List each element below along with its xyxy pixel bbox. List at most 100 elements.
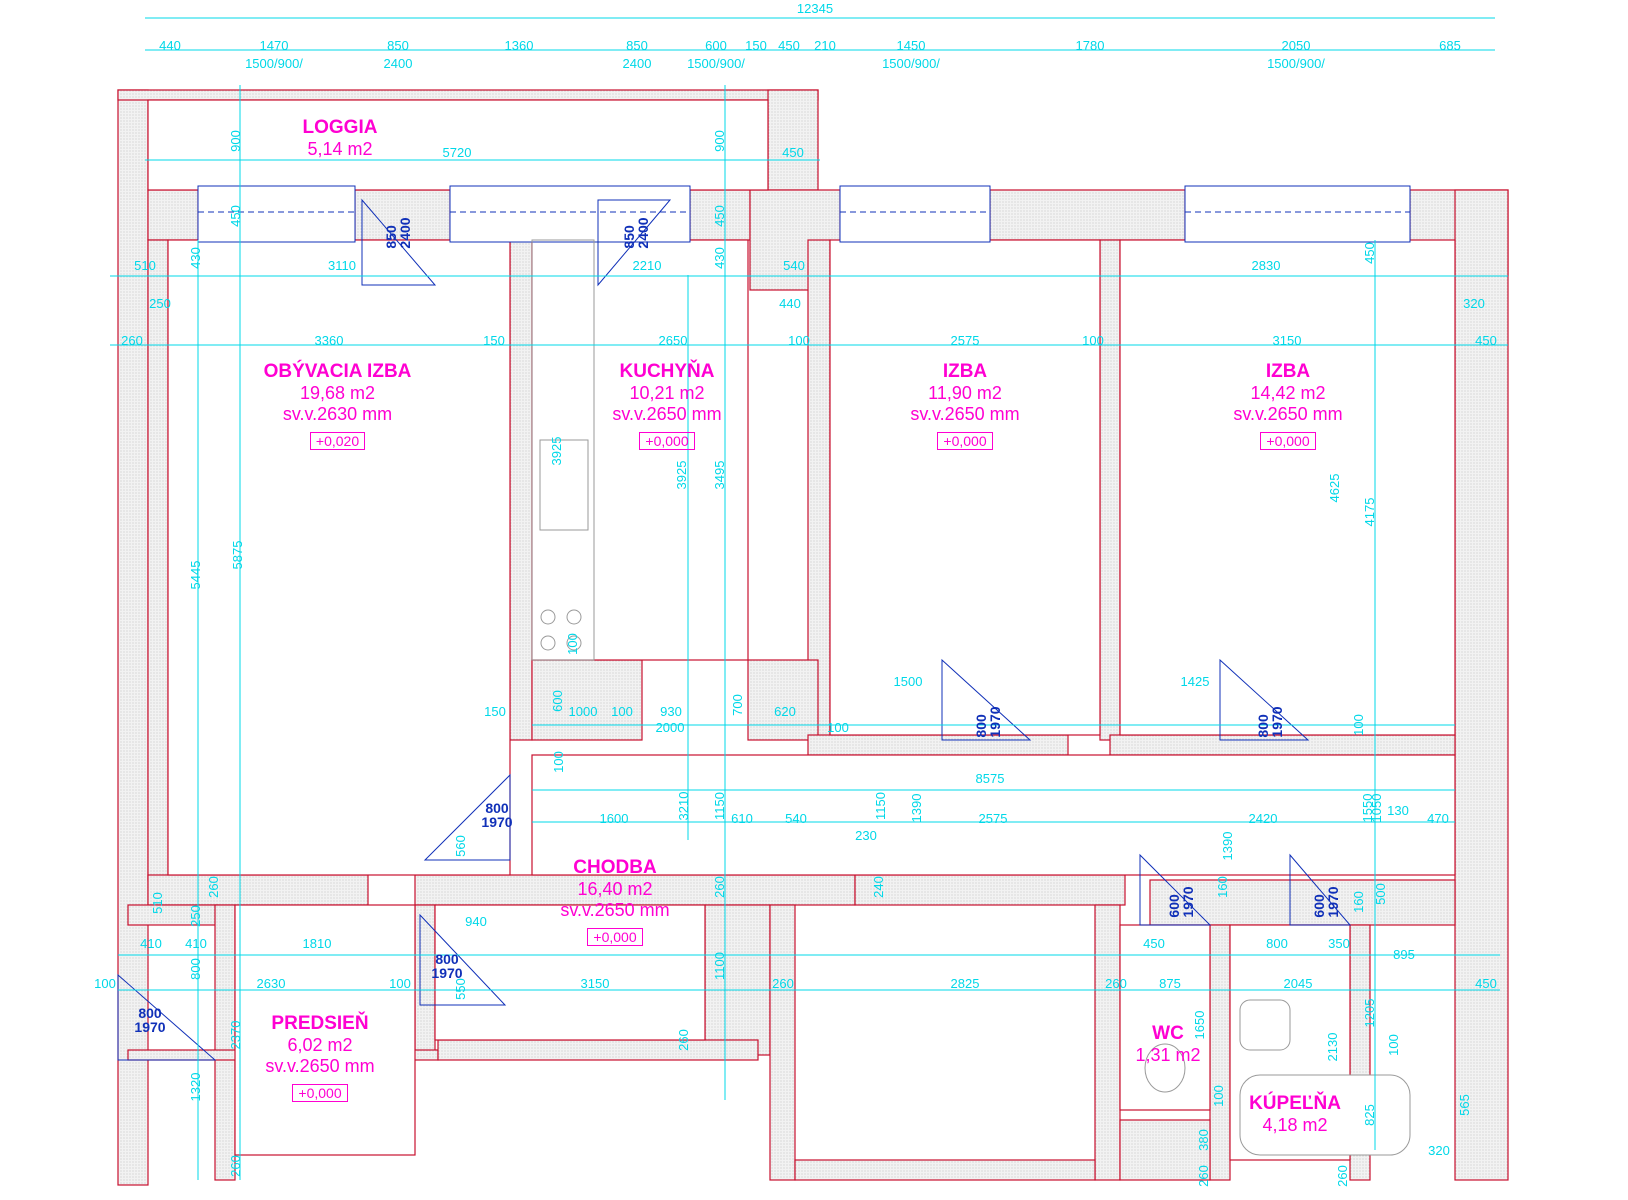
dim-label: 900 xyxy=(712,130,727,152)
dim-label: 540 xyxy=(783,258,805,273)
dim-label: 150 xyxy=(483,333,505,348)
room-ceiling-height: sv.v.2630 mm xyxy=(282,403,393,424)
dim-label: 100 xyxy=(1386,1034,1401,1056)
door-height: 2400 xyxy=(635,217,651,249)
dim-label: 800 xyxy=(188,958,203,980)
room-label-entry: PREDSIEŇ 6,02 m2 sv.v.2650 mm +0,000 xyxy=(225,1013,415,1104)
door-width: 800 xyxy=(973,714,989,738)
dim-label: 1320 xyxy=(188,1072,203,1102)
door-height: 1970 xyxy=(481,814,513,830)
dim-label: 250 xyxy=(149,296,171,311)
dim-label: 320 xyxy=(1463,296,1485,311)
floor-level-marker: +0,000 xyxy=(937,432,993,451)
dim-label: 560 xyxy=(453,835,468,857)
room-name: IZBA xyxy=(942,361,988,382)
dim-label: 2630 xyxy=(256,976,286,991)
dim-label: 380 xyxy=(1196,1129,1211,1151)
room-label-room1: IZBA 11,90 m2 sv.v.2650 mm +0,000 xyxy=(870,361,1060,452)
floor-level-marker: +0,000 xyxy=(1260,432,1316,451)
dim-label: 430 xyxy=(712,247,727,269)
dim-label: 3495 xyxy=(712,460,727,490)
dim-top-row1: 150 xyxy=(745,38,767,53)
door-swings xyxy=(117,198,1352,1061)
dim-label: 1000 xyxy=(568,704,598,719)
dim-label: 2650 xyxy=(658,333,688,348)
dim-label: 825 xyxy=(1362,1104,1377,1126)
door-height: 1970 xyxy=(1180,886,1196,918)
dim-label: 3110 xyxy=(328,258,356,273)
dim-label: 260 xyxy=(121,333,143,348)
dim-label: 2825 xyxy=(950,976,980,991)
dim-label: 410 xyxy=(185,936,207,951)
dim-label: 100 xyxy=(389,976,411,991)
dim-label: 2210 xyxy=(632,258,662,273)
dim-label: 470 xyxy=(1427,811,1449,826)
dim-label: 1390 xyxy=(909,793,924,823)
dim-label: 260 xyxy=(676,1029,691,1051)
dim-label: 3150 xyxy=(580,976,610,991)
dim-label: 3360 xyxy=(314,333,344,348)
door-height: 1970 xyxy=(134,1019,166,1035)
dim-label: 565 xyxy=(1457,1094,1472,1116)
dim-label: 510 xyxy=(134,258,156,273)
dim-label: 800 xyxy=(1266,936,1288,951)
dim-label: 260 xyxy=(1196,1165,1211,1187)
dim-top-row1: 440 xyxy=(159,38,181,53)
dim-label: 450 xyxy=(1475,976,1497,991)
door-height: 1970 xyxy=(1269,706,1285,738)
dim-top-row2: 1500/900/ xyxy=(687,56,745,71)
kitchen-counter xyxy=(531,239,595,661)
dim-label: 350 xyxy=(1328,936,1350,951)
dim-label: 5720 xyxy=(442,145,472,160)
room-name: PREDSIEŇ xyxy=(271,1013,369,1034)
dim-label: 450 xyxy=(782,145,804,160)
door-width: 800 xyxy=(435,951,459,967)
dim-label: 100 xyxy=(788,333,810,348)
dim-label: 160 xyxy=(1351,891,1366,913)
dim-label: 550 xyxy=(453,978,468,1000)
door-width: 800 xyxy=(138,1005,162,1021)
dim-label: 2370 xyxy=(228,1020,243,1050)
dim-label: 500 xyxy=(1373,883,1388,905)
dim-label: 260 xyxy=(712,876,727,898)
dim-label: 240 xyxy=(871,876,886,898)
dim-label: 260 xyxy=(206,876,221,898)
walls xyxy=(117,89,1509,1186)
room-label-wc: WC 1,31 m2 xyxy=(1123,1023,1213,1066)
dim-label: 230 xyxy=(855,828,877,843)
dimension-lines xyxy=(110,17,1508,1180)
dim-top-row1: 1780 xyxy=(1075,38,1105,53)
dim-label: 450 xyxy=(1475,333,1497,348)
room-area: 19,68 m2 xyxy=(299,382,376,403)
dim-top-row2: 1500/900/ xyxy=(882,56,940,71)
room-area: 5,14 m2 xyxy=(307,138,373,159)
dim-label: 1500 xyxy=(893,674,923,689)
dim-label: 900 xyxy=(228,130,243,152)
dim-top-row1: 600 xyxy=(705,38,727,53)
dim-label: 1150 xyxy=(712,792,727,820)
door-height: 1970 xyxy=(1325,886,1341,918)
dim-top-row1: 685 xyxy=(1439,38,1461,53)
dim-label: 160 xyxy=(1215,876,1230,898)
room-name: OBÝVACIA IZBA xyxy=(263,361,412,382)
dim-label: 450 xyxy=(1362,242,1377,264)
dim-label: 1100 xyxy=(712,952,727,980)
dim-label: 100 xyxy=(1082,333,1104,348)
door-width: 600 xyxy=(1166,894,1182,918)
dim-label: 1810 xyxy=(302,936,332,951)
room-name: KUCHYŇA xyxy=(619,361,715,382)
dim-label: 930 xyxy=(660,704,682,719)
dim-label: 2045 xyxy=(1283,976,1313,991)
dim-label: 2830 xyxy=(1251,258,1281,273)
dim-top-row1: 850 xyxy=(387,38,409,53)
dim-label: 5875 xyxy=(230,540,245,570)
room-area: 4,18 m2 xyxy=(1262,1114,1328,1135)
dim-top-row1: 1360 xyxy=(504,38,534,53)
